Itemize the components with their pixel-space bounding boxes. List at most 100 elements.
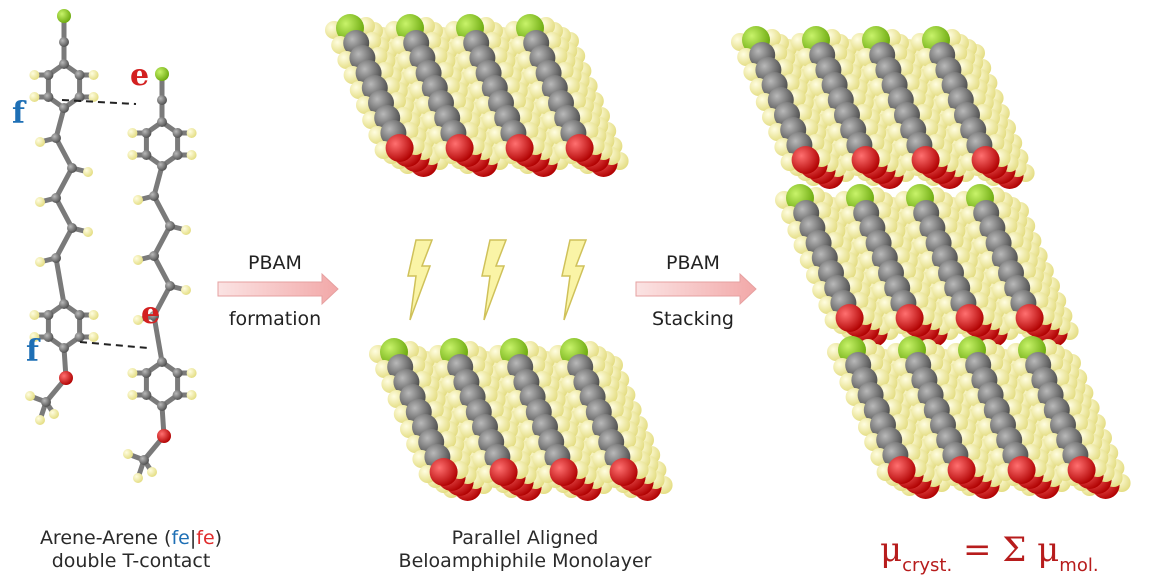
hydrogen-atom [127,390,138,400]
hydrogen-atom [186,150,197,160]
oxygen-atom [609,458,638,486]
hydrogen-atom [35,197,45,207]
hydrogen-atom [88,70,99,80]
fluorine-atom [155,67,169,81]
oxygen-atom [549,458,578,486]
bond [53,225,75,261]
lightning-bolt-icon [481,239,508,321]
stacking-arrow-label-bottom: Stacking [652,308,734,330]
dimer-caption: Arene-Arene (fe|fe) double T-contact [0,527,262,573]
carbon-atom [41,397,51,407]
space-filling-layers [325,14,1131,501]
bond [53,165,75,201]
fluorine-atom [57,9,71,23]
hydrogen-atom [186,390,197,400]
bond [53,195,75,231]
carbon-atom [141,128,152,138]
carbon-atom [165,221,175,231]
molecular-layer [731,26,1035,189]
oxygen-atom [1007,456,1036,484]
carbon-atom [43,332,54,342]
hydrogen-atom [29,92,40,102]
oxygen-atom [489,458,518,486]
dimer-caption-prefix: Arene-Arene ( [39,527,172,549]
lightning-bolt-icon [407,239,434,321]
oxygen-atom [445,134,474,162]
monolayer-caption-line2: Beloamphiphile Monolayer [398,549,652,572]
hydrogen-atom [127,150,138,160]
hydrogen-atom [186,128,197,138]
bond [53,255,67,307]
oxygen-atom [505,134,534,162]
carbon-atom [59,59,69,69]
hydrogen-atom [29,70,40,80]
carbon-atom [74,92,85,102]
carbon-atom [149,311,159,321]
carbon-atom [157,401,167,411]
e-label-bottom: e [141,296,161,331]
f-label-top: f [12,96,25,131]
hydrogen-atom [123,449,133,459]
dimer-caption-line2: double T-contact [51,549,211,572]
hydrogen-atom [29,310,40,320]
oxygen-atom [565,134,594,162]
mu-symbol-right: μ [1037,530,1060,570]
oxygen-atom [59,371,73,385]
dimer-caption-suffix: ) [214,527,223,549]
hydrogen-atom [147,467,157,477]
dipole-equation: μcryst. = Σ μmol. [880,530,1169,576]
carbon-atom [59,343,69,353]
bond [151,313,165,365]
carbon-atom [157,95,167,105]
carbon-atom [141,368,152,378]
carbon-atom [59,103,69,113]
hydrogen-atom [181,225,191,235]
carbon-atom [172,390,183,400]
hydrogen-atom [49,409,59,419]
carbon-atom [141,150,152,160]
equals-sigma: = Σ [952,530,1038,570]
hydrogen-atom [35,137,45,147]
carbon-atom [74,332,85,342]
carbon-atom [165,281,175,291]
formation-arrow-label-bottom: formation [228,308,322,330]
oxygen-atom [947,456,976,484]
oxygen-atom [1067,456,1096,484]
mu-symbol-left: μ [880,530,903,570]
carbon-atom [51,133,61,143]
hydrogen-atom [88,332,99,342]
oxygen-atom [887,456,916,484]
hydrogen-atom [29,332,40,342]
carbon-atom [67,223,77,233]
hydrogen-atom [127,128,138,138]
bond [151,283,173,319]
hydrogen-atom [83,167,93,177]
oxygen-atom [835,304,864,332]
stacking-arrow [635,272,757,306]
molecular-layer [369,338,673,501]
carbon-atom [43,92,54,102]
dimer-caption-f: fe [171,527,190,549]
hydrogen-atom [127,368,138,378]
hydrogen-atom [35,257,45,267]
bond [151,253,173,289]
oxygen-atom [429,458,458,486]
subscript-mol: mol. [1059,555,1099,576]
subscript-cryst: cryst. [902,555,953,576]
carbon-atom [43,70,54,80]
dimer-caption-e: fe [196,527,215,549]
bond [151,223,173,259]
bond [151,193,173,229]
bond [151,163,165,199]
hydrogen-atom [133,473,143,483]
monolayer-caption-line1: Parallel Aligned [451,527,599,549]
e-label-top: e [130,58,150,93]
oxygen-atom [385,134,414,162]
hydrogen-atom [186,368,197,378]
bond [53,135,75,171]
lightning-bolts [407,239,588,321]
hydrogen-atom [181,285,191,295]
oxygen-atom [971,146,1000,174]
